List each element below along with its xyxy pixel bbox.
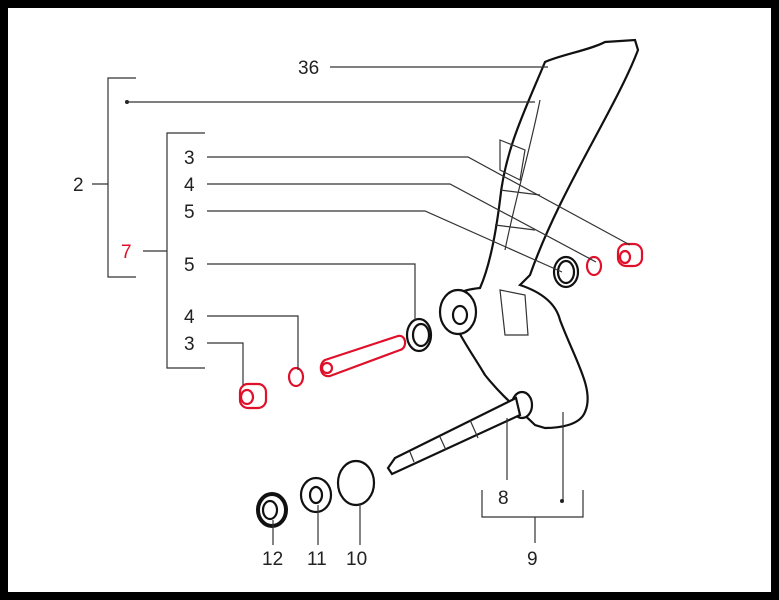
upper-washer [552,255,580,289]
callout-3-upper: 3 [184,148,195,169]
callout-3-lower: 3 [184,334,195,355]
pin [319,334,407,378]
lower-bushing [238,382,268,410]
callout-8: 8 [498,488,509,509]
callout-2: 2 [73,175,84,196]
upper-ring [585,255,603,277]
upper-bushing [616,242,644,268]
shaft [386,396,522,476]
callout-4-upper: 4 [184,175,195,196]
callout-9: 9 [527,549,538,570]
parts-diagram: 36 2 7 3 4 5 5 4 3 8 9 10 11 12 [8,8,771,592]
lower-washer [405,317,433,353]
callout-5-lower: 5 [184,255,195,276]
callout-12: 12 [262,549,283,570]
callout-4-lower: 4 [184,307,195,328]
washer [299,476,333,514]
callout-5-upper: 5 [184,202,195,223]
nut [256,492,288,528]
pedal-arm [438,38,640,430]
callout-11: 11 [307,549,327,570]
leader-lines [92,66,631,545]
callout-10: 10 [346,549,367,570]
o-ring [336,459,376,507]
lower-ring [287,366,305,388]
callout-36: 36 [298,58,319,79]
exploded-view: 36 2 7 3 4 5 5 4 3 8 9 10 11 12 [73,38,644,570]
callout-7: 7 [121,242,132,263]
